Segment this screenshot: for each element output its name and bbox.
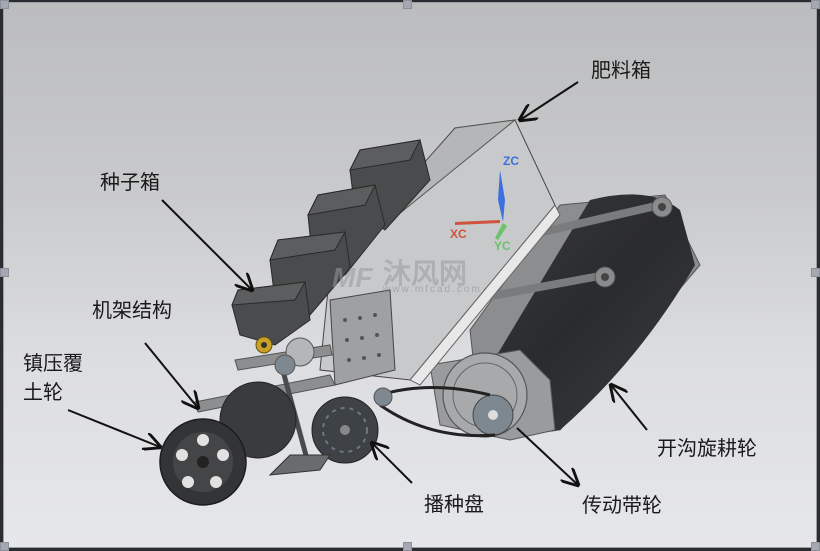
label-seed-box: 种子箱 xyxy=(100,170,160,194)
resize-handle-top-center[interactable] xyxy=(403,0,412,9)
arrow-press-wheel xyxy=(67,409,160,447)
arrow-frame-structure xyxy=(144,342,198,408)
label-frame-structure: 机架结构 xyxy=(92,298,172,322)
drive-pulley-assembly xyxy=(379,349,556,441)
axis-label-y: YC xyxy=(494,239,511,253)
svg-text:MF: MF xyxy=(332,262,373,293)
seed-hoppers xyxy=(231,139,431,346)
arrow-fertilizer-box xyxy=(520,81,579,120)
label-press-wheel-line1: 镇压覆 xyxy=(23,351,83,375)
coordinate-axes: ZC XC YC xyxy=(450,154,519,253)
resize-handle-middle-left[interactable] xyxy=(0,268,9,277)
label-drive-pulley: 传动带轮 xyxy=(582,493,662,517)
label-fertilizer-box: 肥料箱 xyxy=(591,58,651,82)
arrow-seeding-disc xyxy=(372,443,413,484)
svg-text:沐风网: 沐风网 xyxy=(383,257,467,290)
arrow-drive-pulley xyxy=(516,427,578,485)
label-press-wheel-line2: 土轮 xyxy=(23,380,63,404)
callout-arrows xyxy=(67,81,648,485)
label-seeding-disc: 播种盘 xyxy=(424,492,484,516)
press-wheels xyxy=(159,381,297,506)
arrow-seed-box xyxy=(161,199,252,290)
seeding-disc xyxy=(268,396,379,476)
watermark: MF 沐风网 www.mfcad.com xyxy=(332,257,482,295)
axis-label-z: ZC xyxy=(503,154,519,168)
label-rotary-tiller: 开沟旋耕轮 xyxy=(657,436,757,460)
axis-label-x: XC xyxy=(450,227,467,241)
svg-text:www.mfcad.com: www.mfcad.com xyxy=(382,284,482,295)
resize-handle-top-left[interactable] xyxy=(0,0,9,9)
side-plate xyxy=(329,289,396,386)
arrow-rotary-tiller xyxy=(611,385,648,431)
